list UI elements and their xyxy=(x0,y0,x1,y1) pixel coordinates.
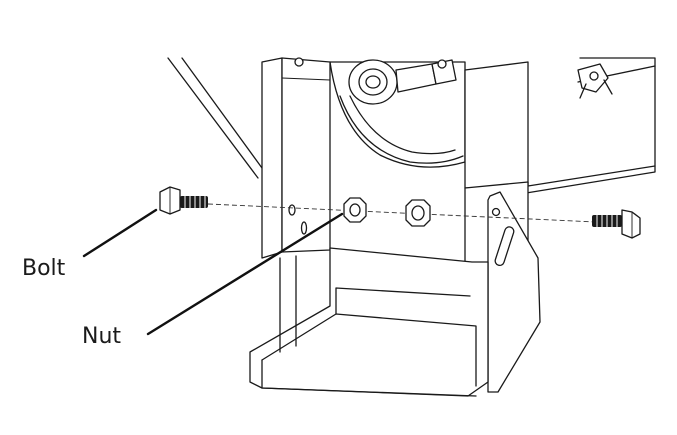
bottom-tray xyxy=(249,247,489,397)
right-bolt xyxy=(592,209,641,239)
nut-label: Nut xyxy=(82,324,122,349)
right-nut xyxy=(405,199,431,227)
left-frame-rail xyxy=(167,57,263,179)
left-nut xyxy=(343,197,367,223)
pulley-wheel xyxy=(329,59,466,168)
right-frame-beam xyxy=(519,57,656,195)
bolt-axis-line xyxy=(207,203,596,223)
left-bolt xyxy=(159,186,208,215)
left-upright-plate xyxy=(261,57,331,259)
right-side-bracket xyxy=(487,191,541,393)
nut-leader-line xyxy=(146,212,344,336)
bolt-leader-line xyxy=(82,208,158,258)
bolt-label: Bolt xyxy=(22,256,66,281)
